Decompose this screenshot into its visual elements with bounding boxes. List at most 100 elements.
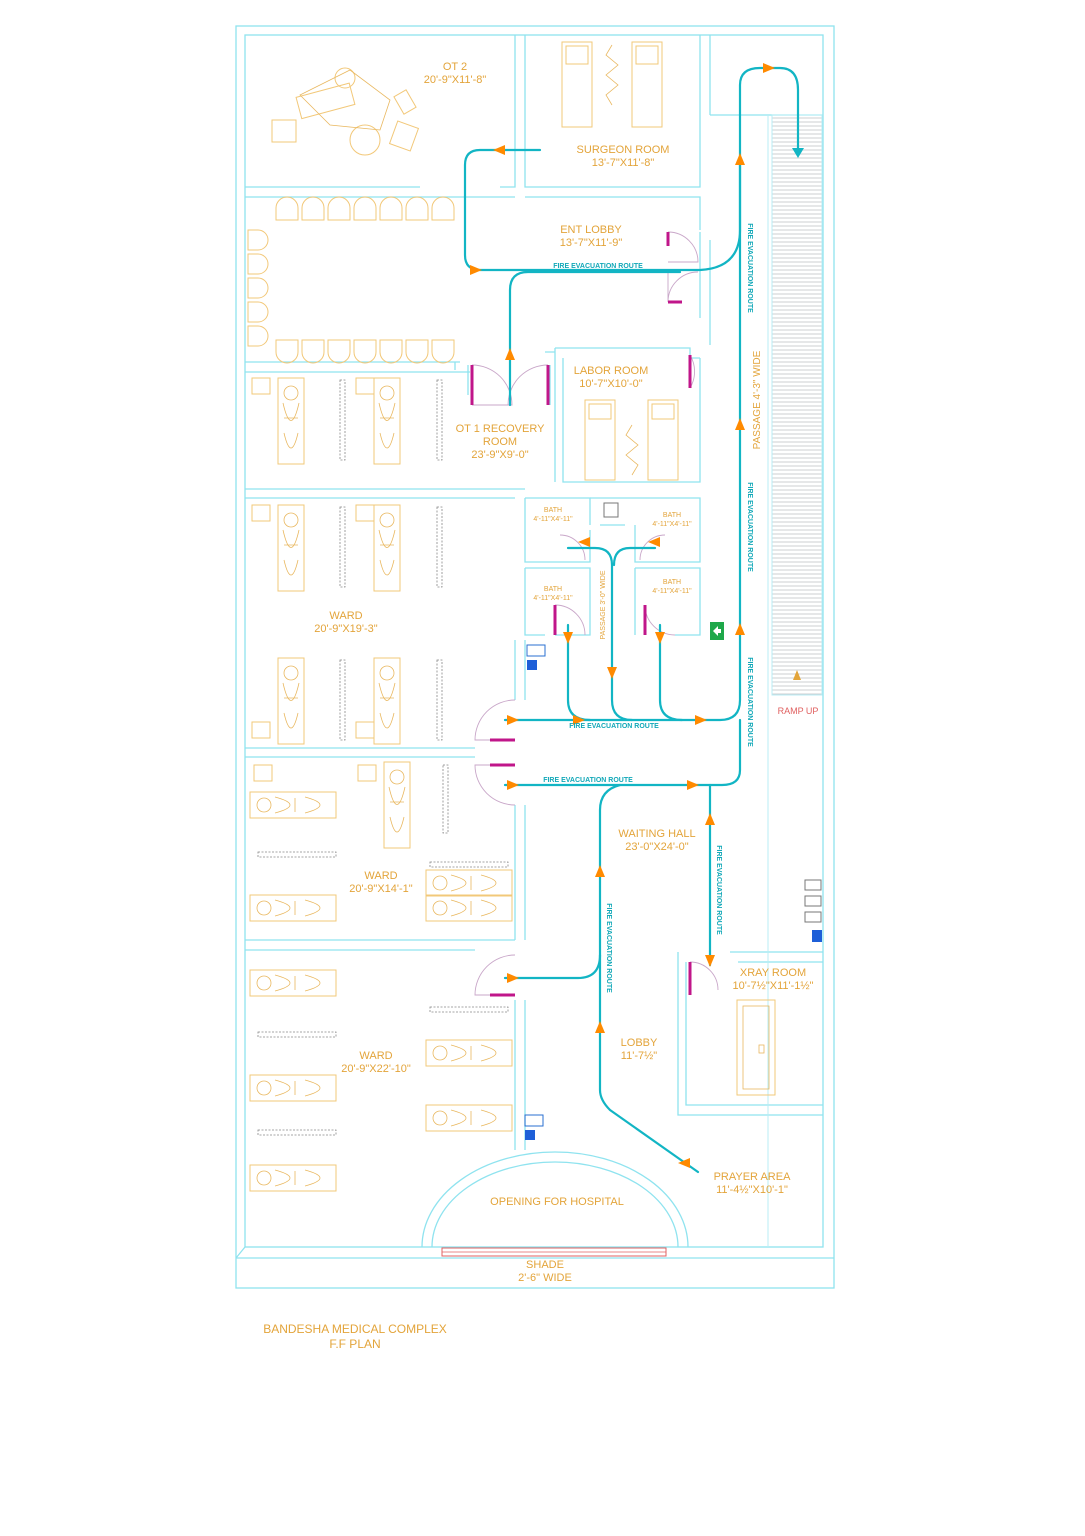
room-name: PRAYER AREA [714,1171,791,1183]
arrow-icon [470,265,482,275]
ramp-direction-icon [793,670,801,680]
route-label: FIRE EVACUATION ROUTE [715,845,722,935]
room-name: OPENING FOR HOSPITAL [490,1196,624,1208]
arrow-icon [735,153,745,165]
toilet-icon [603,502,619,518]
xray-table-icon [736,999,776,1096]
room-name: BATH [544,507,562,514]
basin-icon [526,644,546,657]
arrow-icon [763,63,775,73]
arrow-icon [648,537,660,547]
room-labels: OT 2 20'-9"X11'-8" SURGEON ROOM 13'-7"X1… [314,61,813,1284]
basin-icon [812,930,822,942]
basin-icon [804,911,822,923]
room-name: LOBBY [621,1037,658,1049]
room-size: 23'-9"X9'-0" [471,449,528,461]
arrow-icon [735,623,745,635]
furniture [247,41,776,1096]
room-size: 11'-4½"X10'-1" [716,1184,788,1196]
arrow-icon [563,632,573,644]
passage-label: PASSAGE 4'-3" WIDE [752,350,763,449]
wash-basins [524,502,822,1140]
doors [470,231,719,997]
arrow-icon [493,145,505,155]
basin-icon [527,660,537,670]
ramp-stairs [772,117,822,695]
bed-icon [425,869,513,897]
bed-icon [277,377,305,465]
room-name: SHADE [526,1259,564,1271]
ramp-label: RAMP UP [778,706,819,716]
arrow-icon [507,715,519,725]
room-name: XRAY ROOM [740,967,806,979]
waiting-chairs [247,196,455,364]
bed-icon [561,41,593,128]
route-label: FIRE EVACUATION ROUTE [746,657,753,747]
route-label: FIRE EVACUATION ROUTE [569,723,659,730]
plan-title: BANDESHA MEDICAL COMPLEX [263,1322,447,1336]
bed-icon [249,1164,337,1192]
room-size: 4'-11"X4'-11" [652,588,692,595]
arrow-icon [735,418,745,430]
bed-icon [249,1074,337,1102]
room-name: OT 1 RECOVERY [456,423,546,435]
bed-icon [425,894,513,922]
room-size: 4'-11"X4'-11" [533,595,573,602]
room-name: WARD [364,870,397,882]
room-name: ROOM [483,436,517,448]
room-size: 20'-9"X22'-10" [341,1063,411,1075]
room-size: 4'-11"X4'-11" [652,521,692,528]
bed-icon [383,761,411,849]
room-size: 20'-9"X11'-8" [424,74,487,86]
ot-table-icon [271,67,420,156]
arrow-icon [695,715,707,725]
arrow-icon [507,780,519,790]
room-size: 2'-6" WIDE [518,1272,572,1284]
outer-walls [235,25,835,1289]
arrow-icon [607,667,617,679]
room-size: 13'-7"X11'-9" [560,237,623,249]
route-arrowhead-icon [792,148,804,158]
route-label: FIRE EVACUATION ROUTE [605,903,612,993]
bed-icon [373,657,401,745]
entrance-arch [421,1151,689,1248]
route-label: FIRE EVACUATION ROUTE [746,223,753,313]
basin-icon [804,895,822,907]
basin-icon [804,879,822,891]
evacuation-arrows [470,63,775,1168]
bed-icon [249,894,337,922]
interior-walls [245,35,823,1247]
room-name: BATH [544,586,562,593]
room-size: 10'-7"X10'-0" [579,378,642,390]
bed-icon [584,399,616,481]
arrow-icon [505,348,515,360]
route-label: FIRE EVACUATION ROUTE [746,482,753,572]
bed-icon [647,399,679,481]
room-name: BATH [663,579,681,586]
plan-subtitle: F.F PLAN [329,1337,380,1351]
room-name: WARD [329,610,362,622]
bed-icon [631,41,663,128]
room-size: 11'-7½" [621,1050,657,1062]
room-name: LABOR ROOM [574,365,649,377]
room-name: WAITING HALL [618,828,695,840]
arrow-icon [595,1021,605,1033]
room-size: 20'-9"X14'-1" [349,883,412,895]
arrow-icon [595,865,605,877]
room-name: OT 2 [443,61,467,73]
room-size: 4'-11"X4'-11" [533,516,573,523]
route-label: FIRE EVACUATION ROUTE [543,777,633,784]
arrow-icon [573,715,585,725]
arrow-icon [578,537,590,547]
route-label: FIRE EVACUATION ROUTE [553,263,643,270]
room-name: ENT LOBBY [560,224,622,236]
bed-icon [277,504,305,592]
bed-icon [249,969,337,997]
room-size: 10'-7½"X11'-1½" [733,980,814,992]
room-size: 20'-9"X19'-3" [314,623,377,635]
basin-icon [524,1114,544,1127]
bed-icon [425,1104,513,1132]
bed-icon [249,791,337,819]
room-name: SURGEON ROOM [577,144,670,156]
exit-sign-icon [710,622,724,640]
